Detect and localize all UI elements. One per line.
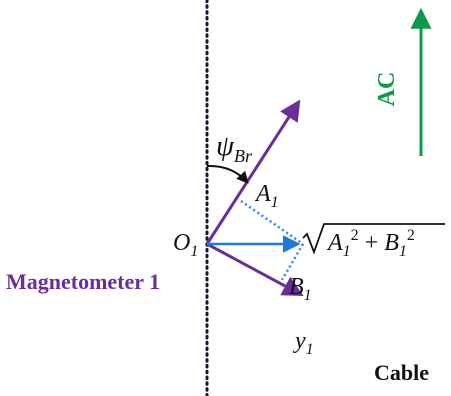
psi-angle-arc [206,164,249,184]
projection-b1-line [280,243,305,281]
vector-y1-axis [206,242,304,296]
svg-text:A12+B12: A12+B12 [326,227,415,260]
a1-label: A1 [254,181,279,211]
ac-label: AC [374,72,400,107]
sqrt-sign [302,223,445,255]
magnetometer-label: Magnetometer 1 [6,269,160,294]
cable-label: Cable [374,360,429,385]
psi-br-label: ψBr [216,130,253,166]
magnitude-expression: A12+B12 [302,223,445,260]
o1-label: O1 [173,230,198,260]
y1-label: y1 [293,328,314,358]
b1-label: B1 [289,274,312,304]
vector-a1-axis [205,99,301,245]
